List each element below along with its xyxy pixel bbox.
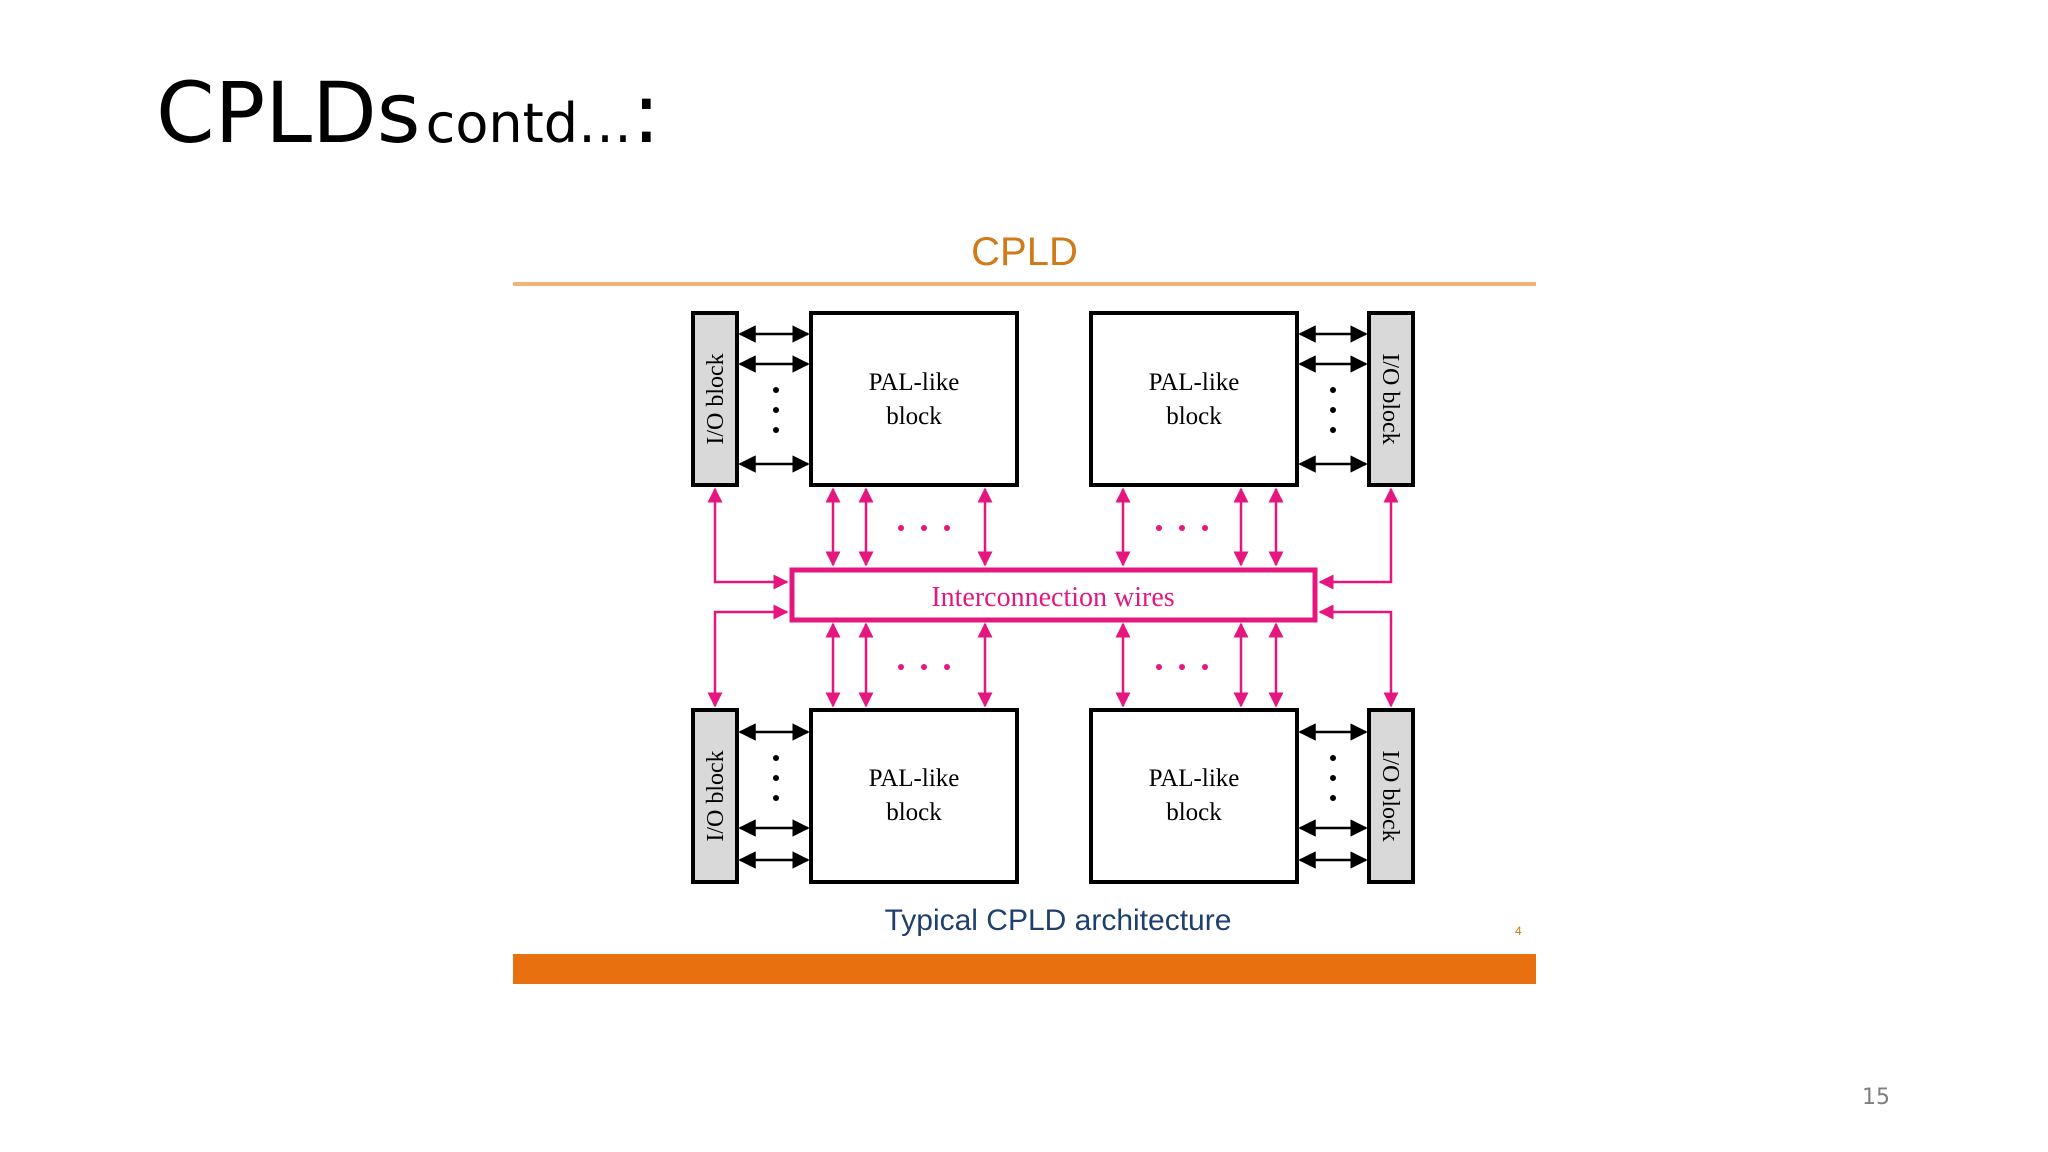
io-ellipsis-dots [773,387,1336,801]
io-block-bottom-left: I/O block [691,708,739,884]
pal-block-label-line2: block [886,403,942,430]
pal-block-label-line2: block [1166,799,1222,826]
pal-block-label-line2: block [1166,403,1222,430]
pal-block-label-line1: PAL-like [1149,369,1240,396]
io-block-label: I/O block [1377,750,1403,841]
interconnect-box [789,567,1318,623]
pal-block-label-line1: PAL-like [869,369,960,396]
figure-bottom-bar [513,954,1536,984]
io-block-label: I/O block [703,750,729,841]
pal-block-label-line1: PAL-like [869,765,960,792]
slide-title-colon: : [632,64,661,162]
pal-block-bottom-right: PAL-like block [1089,708,1299,884]
io-block-bottom-right: I/O block [1367,708,1415,884]
io-block-top-left: I/O block [691,311,739,487]
pal-block-label-line1: PAL-like [1149,765,1240,792]
io-interconnect-arrows [707,487,1399,708]
io-block-top-right: I/O block [1367,311,1415,487]
page-number: 15 [1862,1085,1890,1110]
interconnect-label: Interconnection wires [931,582,1174,613]
interconnect-ellipsis-dots [898,525,1208,670]
io-block-label: I/O block [703,353,729,444]
slide-title-main: CPLDs [156,64,421,162]
figure-caption: Typical CPLD architecture [884,904,1232,937]
figure-title: CPLD [971,230,1078,274]
slide-title-sub: contd… [425,92,633,155]
io-pal-arrows [738,325,1368,869]
pal-block-bottom-left: PAL-like block [809,708,1019,884]
pal-block-top-right: PAL-like block [1089,311,1299,487]
figure-inner-slide-number: 4 [1515,924,1522,938]
cpld-figure: CPLD Interconnection wires PAL-like bloc… [513,224,1536,986]
pal-interconnect-arrows [825,487,1284,708]
io-block-label: I/O block [1377,353,1403,444]
pal-block-top-left: PAL-like block [809,311,1019,487]
cpld-architecture-diagram: Interconnection wires PAL-like block PAL… [691,311,1415,884]
figure-title-underline [513,282,1536,286]
pal-block-label-line2: block [886,799,942,826]
slide-title: CPLDs contd…: [156,64,660,162]
